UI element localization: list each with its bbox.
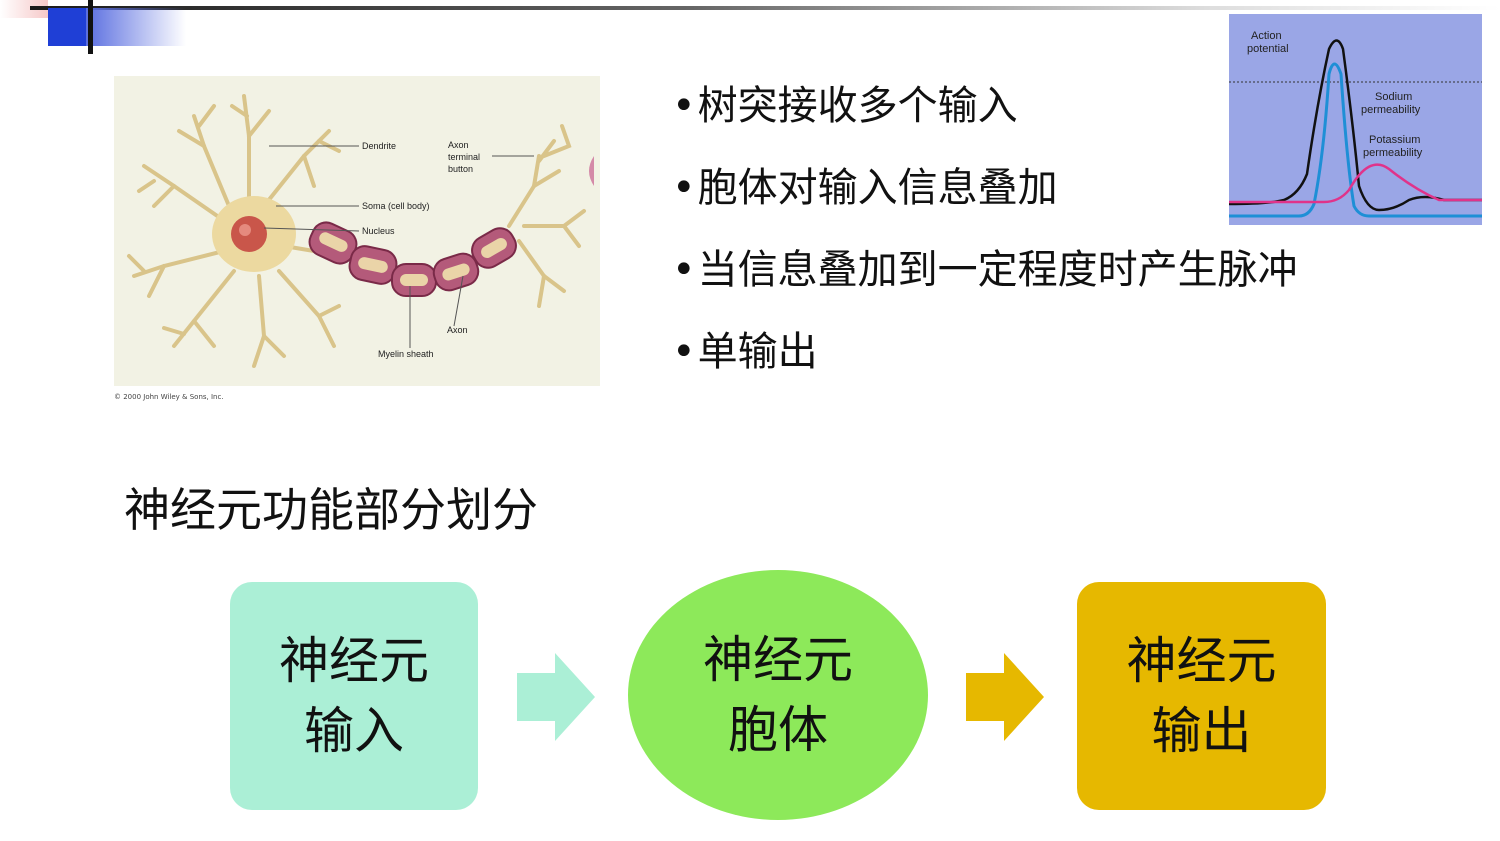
label-myelin: Myelin sheath bbox=[378, 349, 434, 359]
corner-decoration-pink bbox=[0, 0, 48, 18]
neuron-drawing: Dendrite Axon terminal button Soma (cell… bbox=[127, 94, 594, 368]
corner-decoration-line bbox=[88, 0, 93, 54]
neuron-input-box: 神经元 输入 bbox=[230, 582, 478, 810]
label-soma: Soma (cell body) bbox=[362, 201, 430, 211]
action-potential-drawing: Action potential Sodium permeability Pot… bbox=[1229, 30, 1482, 218]
label-dendrite: Dendrite bbox=[362, 141, 396, 151]
label-action-1: Action bbox=[1251, 30, 1282, 42]
box-label-line1: 神经元 bbox=[279, 632, 429, 690]
potassium-permeability-curve bbox=[1229, 163, 1482, 204]
label-sodium-1: Sodium bbox=[1375, 91, 1412, 103]
action-potential-chart: Action potential Sodium permeability Pot… bbox=[1229, 14, 1482, 225]
box-label-line1: 神经元 bbox=[1126, 632, 1277, 690]
neuron-output-box: 神经元 输出 bbox=[1077, 582, 1326, 810]
label-axon-terminal-2: terminal bbox=[448, 152, 480, 162]
arrow-right-icon bbox=[966, 653, 1044, 741]
bullet-list: 树突接收多个输入 胞体对输入信息叠加 当信息叠加到一定程度时产生脉冲 单输出 bbox=[672, 86, 1298, 414]
box-label-line2: 输出 bbox=[1151, 702, 1252, 760]
label-axon-terminal-1: Axon bbox=[448, 140, 469, 150]
action-potential-curve bbox=[1229, 39, 1482, 212]
label-potassium-2: permeability bbox=[1363, 147, 1423, 159]
corner-decoration-fade bbox=[86, 8, 186, 46]
box-label-line1: 神经元 bbox=[703, 631, 853, 689]
box-label-line2: 输入 bbox=[304, 702, 404, 760]
top-rule bbox=[30, 6, 1500, 10]
sodium-permeability-curve bbox=[1229, 62, 1482, 218]
arrow-right-icon bbox=[517, 653, 595, 741]
label-potassium-1: Potassium bbox=[1369, 134, 1420, 146]
neuron-illustration: Dendrite Axon terminal button Soma (cell… bbox=[114, 76, 600, 386]
corner-decoration-blue bbox=[48, 8, 86, 46]
bullet-item: 胞体对输入信息叠加 bbox=[672, 168, 1298, 250]
section-heading: 神经元功能部分划分 bbox=[124, 483, 538, 537]
label-axon-terminal-3: button bbox=[448, 164, 473, 174]
box-label-line2: 胞体 bbox=[728, 701, 828, 759]
figure-copyright: © 2000 John Wiley & Sons, Inc. bbox=[114, 393, 224, 401]
label-sodium-2: permeability bbox=[1361, 104, 1421, 116]
neuron-soma-ellipse: 神经元 胞体 bbox=[628, 570, 928, 820]
bullet-item: 当信息叠加到一定程度时产生脉冲 bbox=[672, 250, 1298, 332]
bullet-item: 单输出 bbox=[672, 332, 1298, 414]
label-nucleus: Nucleus bbox=[362, 226, 395, 236]
label-axon: Axon bbox=[447, 325, 468, 335]
bullet-item: 树突接收多个输入 bbox=[672, 86, 1298, 168]
label-action-2: potential bbox=[1247, 43, 1289, 55]
